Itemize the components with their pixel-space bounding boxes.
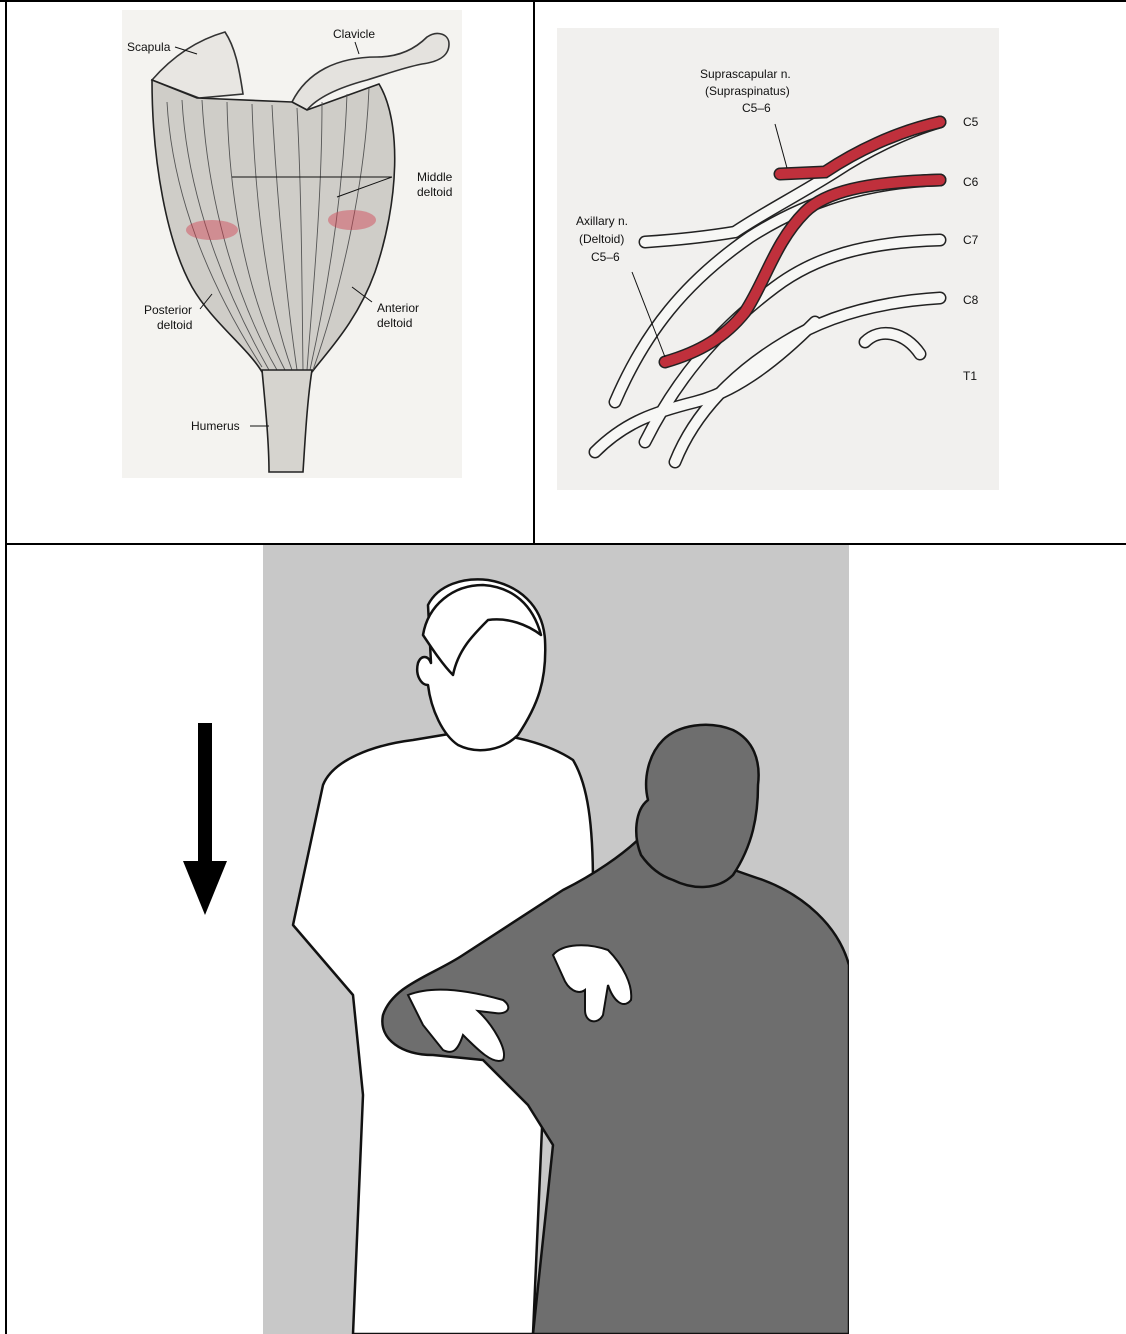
label-posterior-deltoid-line2: deltoid [157, 318, 192, 332]
label-anterior-deltoid-line2: deltoid [377, 316, 412, 330]
label-posterior-deltoid-line1: Posterior [144, 303, 192, 317]
label-axillary-line2: (Deltoid) [579, 232, 624, 246]
deltoid-anatomy-illustration: Scapula Clavicle Middle deltoid Posterio… [7, 2, 533, 543]
label-middle-deltoid-line1: Middle [417, 170, 453, 184]
label-clavicle: Clavicle [333, 27, 375, 41]
label-axillary-line3: C5–6 [591, 250, 620, 264]
shoulder-exam-cell [7, 545, 1126, 1334]
shoulder-exam-illustration [263, 545, 849, 1334]
label-c5: C5 [963, 115, 979, 129]
label-anterior-deltoid-line1: Anterior [377, 301, 419, 315]
label-c6: C6 [963, 175, 979, 189]
label-suprascapular-line2: (Supraspinatus) [705, 84, 790, 98]
label-middle-deltoid-line2: deltoid [417, 185, 452, 199]
label-suprascapular-line3: C5–6 [742, 101, 771, 115]
label-c7: C7 [963, 233, 979, 247]
deltoid-anatomy-cell: Scapula Clavicle Middle deltoid Posterio… [7, 2, 533, 543]
downward-arrow-icon [175, 723, 235, 923]
label-suprascapular-line1: Suprascapular n. [700, 67, 791, 81]
label-t1: T1 [963, 369, 977, 383]
brachial-plexus-diagram: Suprascapular n. (Supraspinatus) C5–6 Ax… [535, 2, 1126, 543]
brachial-plexus-cell: Suprascapular n. (Supraspinatus) C5–6 Ax… [535, 2, 1126, 543]
label-c8: C8 [963, 293, 979, 307]
label-scapula: Scapula [127, 40, 171, 54]
label-humerus: Humerus [191, 419, 240, 433]
label-axillary-line1: Axillary n. [576, 214, 628, 228]
